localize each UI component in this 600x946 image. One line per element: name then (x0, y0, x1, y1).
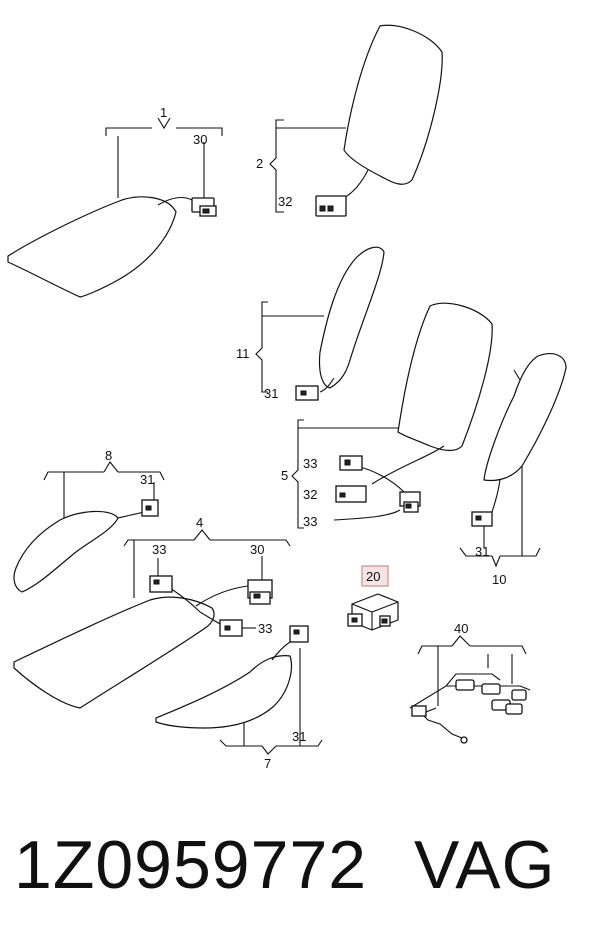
connector-33-seat-right (219, 619, 243, 637)
callout-7: 7 (264, 756, 271, 771)
callout-30-seat-element: 30 (250, 542, 264, 557)
callout-33-upper: 33 (303, 456, 317, 471)
connector-32-backrest (315, 195, 347, 217)
callout-32: 32 (278, 194, 292, 209)
seat-heating-element-4 (13, 596, 215, 709)
connector-30-seat (191, 197, 217, 217)
connector-31-panel (289, 625, 309, 643)
part-group-7: 31 7 (155, 625, 323, 771)
callout-4: 4 (196, 515, 203, 530)
backrest-heating-mat (343, 24, 443, 185)
connector-31-right (471, 511, 493, 527)
callout-10: 10 (492, 572, 506, 587)
callout-32-lower: 32 (303, 487, 317, 502)
highlighted-callout-box (361, 565, 389, 587)
callout-1: 1 (160, 105, 167, 120)
connector-31-left (141, 499, 159, 517)
seat-heating-mat (7, 196, 177, 298)
callout-31-panel: 31 (292, 729, 306, 744)
callout-11: 11 (236, 346, 250, 361)
part-group-5: 5 33 32 33 (281, 302, 493, 529)
backrest-heating-element-5 (397, 302, 493, 452)
part-group-2: 2 32 (256, 24, 443, 217)
part-group-8: 8 31 (13, 448, 165, 593)
footer: 1Z0959772 VAG (0, 826, 600, 916)
connector-33-seat-left (149, 575, 173, 593)
callout-30: 30 (193, 132, 207, 147)
callout-2: 2 (256, 156, 263, 171)
connector-32-lower (335, 485, 367, 503)
cushion-side-panel-7 (155, 655, 293, 729)
part-group-10: 31 10 (459, 353, 567, 587)
part-group-1: 1 30 (7, 105, 223, 298)
part-group-4: 4 33 30 33 (13, 515, 291, 709)
callout-31-right: 31 (475, 544, 489, 559)
callout-20: 20 (366, 569, 380, 584)
connector-33-upper (339, 455, 363, 471)
callout-5: 5 (281, 468, 288, 483)
control-unit-20 (347, 593, 399, 631)
brand-label: VAG (414, 827, 556, 903)
part-group-11: 11 31 (236, 246, 385, 401)
callout-8: 8 (105, 448, 112, 463)
part-number: 1Z0959772 (14, 827, 368, 903)
part-group-40: 40 (409, 621, 531, 744)
left-bolster-mat-8 (13, 510, 119, 593)
callout-33-seat-left: 33 (152, 542, 166, 557)
connector-30-seat-element (247, 579, 273, 605)
callout-33-lower: 33 (303, 514, 317, 529)
callout-31: 31 (264, 386, 278, 401)
side-bolster-mat-10 (483, 353, 567, 482)
connector-31-bolster (295, 385, 319, 401)
part-group-20: 20 (347, 565, 399, 631)
callout-33-seat-right: 33 (258, 621, 272, 636)
connector-33-lower (399, 491, 421, 513)
side-bolster-mat-11 (318, 246, 385, 389)
callout-31-left: 31 (140, 472, 154, 487)
callout-40: 40 (454, 621, 468, 636)
wiring-harness-40 (409, 673, 531, 744)
